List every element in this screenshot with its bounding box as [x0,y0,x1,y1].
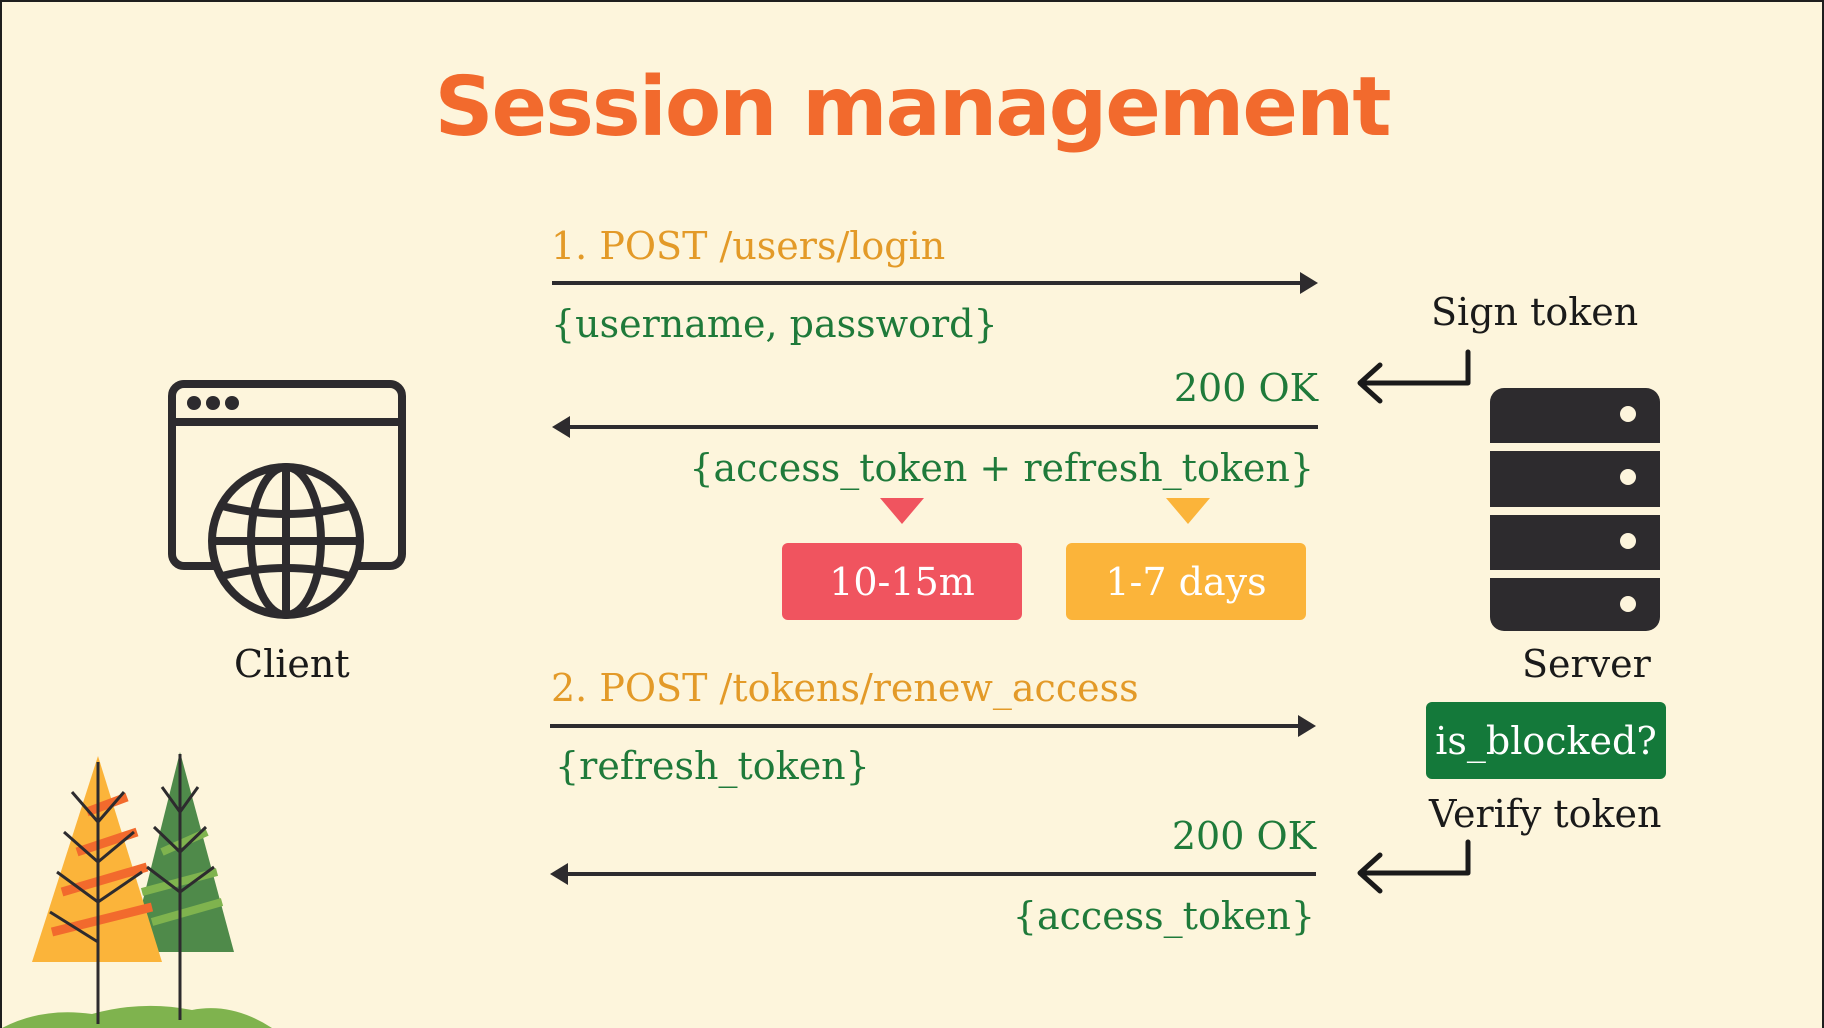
is-blocked-badge: is_blocked? [1426,702,1666,779]
server-label: Server [1522,642,1651,686]
client-label: Client [234,642,350,686]
sign-token-return-arrow [1357,349,1471,404]
renew-status-label: 200 OK [1171,814,1316,858]
refresh-token-lifetime-badge: 1-7 days [1066,543,1306,620]
sign-token-label: Sign token [1431,290,1639,334]
renew-request-arrow [550,715,1316,737]
login-status-label: 200 OK [1173,366,1318,410]
browser-dots [187,396,239,410]
login-request-arrow [552,272,1318,294]
renew-request-label: 2. POST /tokens/renew_access [551,666,1139,710]
page-title: Session management [434,60,1391,155]
server-rack-icon [1490,388,1660,631]
verify-token-return-arrow [1357,839,1471,894]
verify-token-label: Verify token [1429,792,1662,836]
refresh-token-pointer [1166,498,1210,524]
renew-response-label: {access_token} [1012,894,1315,938]
access-token-lifetime-badge: 10-15m [782,543,1022,620]
renew-response-arrow [550,863,1316,885]
access-token-pointer [880,498,924,524]
login-response-arrow [552,416,1318,438]
login-response-label: {access_token + refresh_token} [689,446,1314,490]
trees-illustration [2,752,272,1028]
renew-payload-label: {refresh_token} [555,744,870,788]
login-payload-label: {username, password} [551,302,998,346]
login-request-label: 1. POST /users/login [551,224,946,268]
browser-globe-icon [168,380,406,619]
